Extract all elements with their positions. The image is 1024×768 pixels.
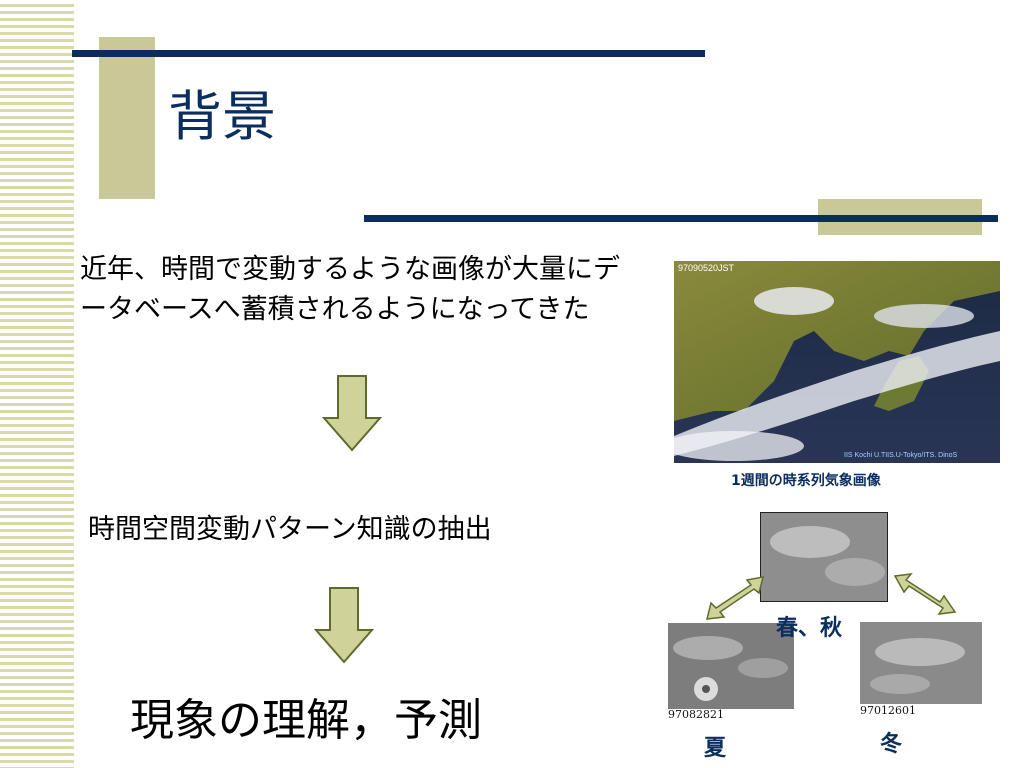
winter-label: 冬 <box>880 732 903 757</box>
satellite-weather-image: 97090520JST IIS Kochi U.TIIS.U-Tokyo/ITS… <box>674 261 1000 463</box>
satellite-timestamp: 97090520JST <box>678 263 735 273</box>
spring-autumn-label: 春、秋 <box>776 616 843 641</box>
winter-image <box>860 622 982 704</box>
background-paragraph: 近年、時間で変動するような画像が大量にデータベースへ蓄積されるようになってきた <box>80 254 620 325</box>
double-arrow-icon <box>893 573 957 615</box>
summer-label: 夏 <box>704 736 727 761</box>
conclusion-statement: 現象の理解，予測 <box>130 695 482 746</box>
spring-autumn-image <box>760 512 888 602</box>
title-accent-block <box>99 37 155 199</box>
summer-image-code: 97082821 <box>668 708 724 721</box>
down-arrow-icon <box>321 375 383 452</box>
winter-image-code: 97012601 <box>860 704 916 717</box>
top-rule <box>72 50 705 57</box>
left-stripe-band <box>0 0 74 768</box>
extraction-statement: 時間空間変動パターン知識の抽出 <box>88 514 492 545</box>
double-arrow-icon <box>706 576 765 620</box>
middle-rule <box>364 215 998 222</box>
slide-title: 背景 <box>168 85 276 148</box>
down-arrow-icon <box>313 587 375 664</box>
satellite-credit: IIS Kochi U.TIIS.U-Tokyo/ITS. DinoS <box>844 452 958 459</box>
summer-image <box>668 623 794 709</box>
satellite-caption: 1週間の時系列気象画像 <box>731 473 881 489</box>
